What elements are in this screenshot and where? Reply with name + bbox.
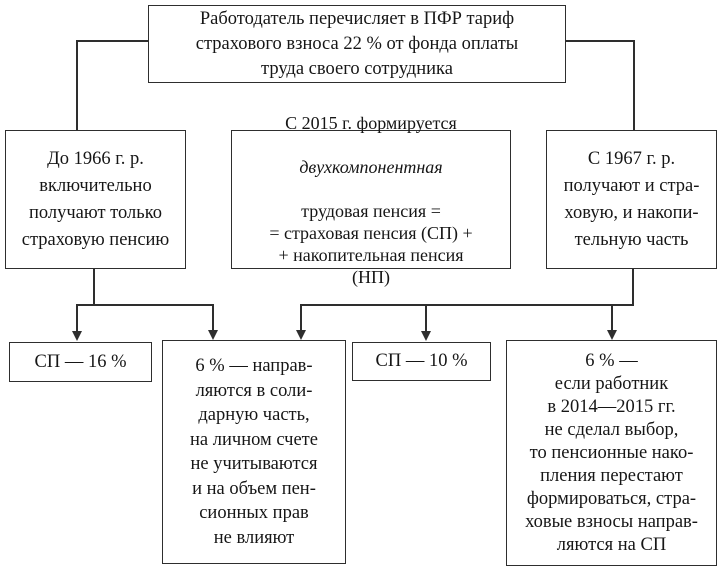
arrow-to-sp16-head-icon (71, 331, 82, 341)
employer-contribution-box: Работодатель перечисляет в ПФР тариф стр… (148, 5, 566, 83)
employer-contribution-text: Работодатель перечисляет в ПФР тариф стр… (195, 8, 519, 79)
solidarity-6-percent-text: 6 % — направ- ляются в соли- дарную част… (190, 356, 318, 548)
sp-16-percent-box: СП — 16 % (9, 342, 152, 382)
connector-top-left-horizontal (77, 40, 148, 42)
born-before-1966-box: До 1966 г. р. включительно получают толь… (5, 130, 186, 269)
born-since-1967-text: С 1967 г. р. получают и стра- ховую, и н… (563, 148, 700, 250)
connector-top-right-vertical (633, 40, 635, 130)
connector-top-left-vertical (76, 40, 78, 130)
arrow-left-to-solidarity-line (212, 304, 214, 331)
sp-10-percent-text: СП — 10 % (375, 351, 468, 371)
born-since-1967-box: С 1967 г. р. получают и стра- ховую, и н… (546, 130, 717, 269)
since-2015-formula: трудовая пенсия = = страховая пенсия (СП… (269, 200, 473, 287)
arrow-to-sp16-line (76, 304, 78, 332)
sp-10-percent-box: СП — 10 % (352, 342, 491, 381)
since-2015-line1: С 2015 г. формируется (285, 112, 457, 133)
arrow-right-to-solidarity-head-icon (295, 330, 306, 340)
since-2015-pension-text: С 2015 г. формируется двухкомпонентная т… (265, 88, 476, 312)
connector-left-branch-stem (93, 269, 95, 306)
connector-right-branch-stem (632, 269, 634, 306)
arrow-to-no-choice-line (611, 304, 613, 331)
connector-top-right-horizontal (566, 40, 634, 42)
sp-16-percent-text: СП — 16 % (34, 351, 127, 372)
solidarity-6-percent-box: 6 % — направ- ляются в соли- дарную част… (162, 340, 346, 564)
connector-left-branch-horizontal (76, 304, 214, 306)
since-2015-italic-term: двухкомпонентная (299, 156, 443, 177)
arrow-left-to-solidarity-head-icon (207, 330, 218, 340)
no-choice-6-percent-box: 6 % — если работник в 2014—2015 гг. не с… (506, 340, 717, 566)
arrow-right-to-solidarity-line (300, 304, 302, 331)
born-before-1966-text: До 1966 г. р. включительно получают толь… (21, 148, 170, 250)
since-2015-pension-box: С 2015 г. формируется двухкомпонентная т… (231, 113, 511, 287)
no-choice-6-percent-text: 6 % — если работник в 2014—2015 гг. не с… (525, 350, 698, 555)
arrow-to-sp10-line (425, 304, 427, 332)
connector-right-branch-horizontal (300, 304, 634, 306)
arrow-to-no-choice-head-icon (606, 330, 617, 340)
arrow-to-sp10-head-icon (420, 331, 431, 341)
